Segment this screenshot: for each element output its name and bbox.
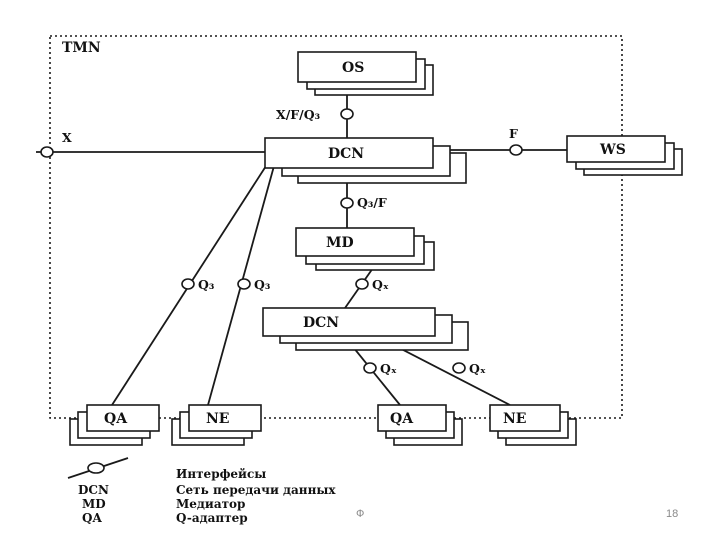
ws-node: WS [566,135,683,176]
legend-def-interfaces: Интерфейсы [176,467,266,481]
ws-label: WS [599,142,626,158]
qa-left-node: QA [69,404,160,446]
iface-f-label: F [509,126,518,141]
os-label: OS [342,60,364,76]
iface-q3-b-label: Q₃ [254,277,270,292]
iface-qx-md-label: Qₓ [372,277,389,292]
port-qx-qa [363,362,377,374]
legend: DCN MD QA Интерфейсы Сеть передачи данны… [67,457,336,525]
md-label: MD [326,235,354,251]
ne-left-label: NE [206,411,229,427]
port-q3-b [237,278,251,290]
page-number: 18 [666,508,679,520]
dcn-bottom-node: DCN [262,307,469,351]
port-f [509,144,523,156]
legend-def-md: Медиатор [176,497,245,511]
port-x [40,146,54,158]
legend-interface-port [87,462,105,474]
qa-right-node: QA [377,404,463,446]
tmn-frame [49,35,623,419]
qa-left-label: QA [104,411,128,427]
iface-qx-qa-label: Qₓ [380,361,397,376]
ne-left-node: NE [171,404,262,446]
ne-right-node: NE [489,404,577,446]
iface-x-label: X [62,130,72,145]
qa-right-label: QA [390,411,414,427]
iface-qx-ne-label: Qₓ [469,361,486,376]
legend-term-dcn: DCN [78,483,109,497]
port-q3-f [340,197,354,209]
dcn-top-node: DCN [264,137,467,184]
iface-x-f-q3-label: X/F/Q₃ [276,107,320,122]
footer-center-text: Ф [356,508,365,520]
legend-term-qa: QA [82,511,102,525]
ne-right-label: NE [503,411,526,427]
os-node: OS [297,51,434,96]
iface-q3-a-label: Q₃ [198,277,214,292]
port-qx-md [355,278,369,290]
legend-def-qa: Q-адаптер [176,511,248,525]
interface-ports [40,108,523,374]
legend-term-md: MD [82,497,106,511]
legend-def-dcn: Сеть передачи данных [176,483,336,497]
dcn-top-label: DCN [328,146,364,162]
port-qx-ne [452,362,466,374]
port-q3-a [181,278,195,290]
port-x-f-q3 [340,108,354,120]
tmn-label: TMN [62,40,101,56]
md-node: MD [295,227,435,271]
iface-q3-f-label: Q₃/F [357,195,387,210]
dcn-bottom-label: DCN [303,315,339,331]
